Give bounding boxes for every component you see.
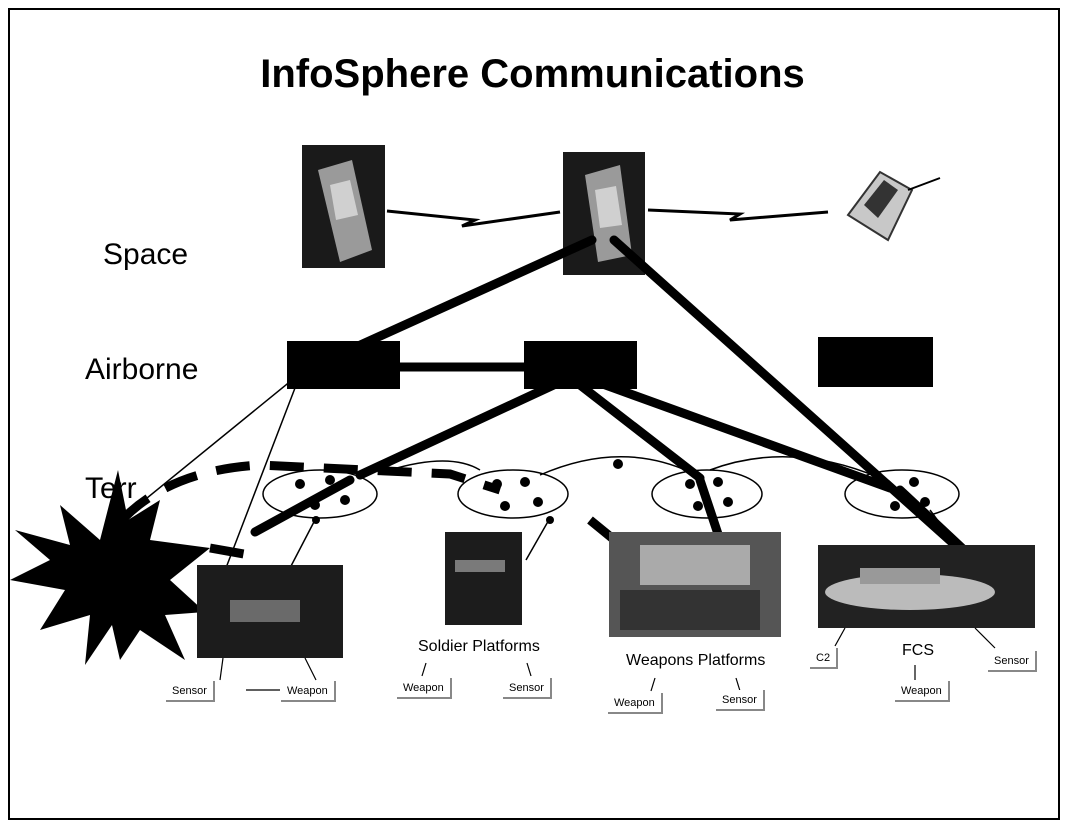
fcs-platform-image [818,545,1035,628]
left-sensor-box: Sensor [166,681,215,702]
space-link-right [647,208,829,222]
weapons-platform-image [609,532,781,637]
soldier-platforms-label: Soldier Platforms [418,638,540,655]
satellite-right-image [846,170,941,242]
left-platform-image [197,565,343,658]
slide-title: InfoSphere Communications [260,52,805,96]
soldier-sensor-box: Sensor [503,678,552,699]
weapons-weapon-box: Weapon [608,693,663,714]
cluster-nodes [295,459,930,524]
broken-link-dashed [118,460,615,561]
backbone-links [250,235,967,553]
weapons-platforms-label: Weapons Platforms [626,652,766,669]
tier-label-space: Space [103,238,189,271]
fcs-c2-box: C2 [810,648,839,669]
left-weapon-box: Weapon [281,681,336,702]
soldier-weapon-box: Weapon [397,678,452,699]
weapons-sensor-box: Sensor [716,690,765,711]
tier-label-airborne: Airborne [85,353,199,386]
fcs-sensor-box: Sensor [988,651,1037,672]
tier-label-terrestrial: Terr [85,472,137,505]
airborne-node-right [818,337,933,387]
terrestrial-clusters [262,469,960,519]
explosion-starburst [10,470,210,665]
leader-lines [219,627,996,692]
fcs-label: FCS [902,642,934,659]
soldier-platform-image [445,532,522,625]
slide-frame [8,8,1060,820]
satellite-left-image [302,145,385,268]
fcs-weapon-box: Weapon [895,681,950,702]
space-link-left [386,209,561,228]
